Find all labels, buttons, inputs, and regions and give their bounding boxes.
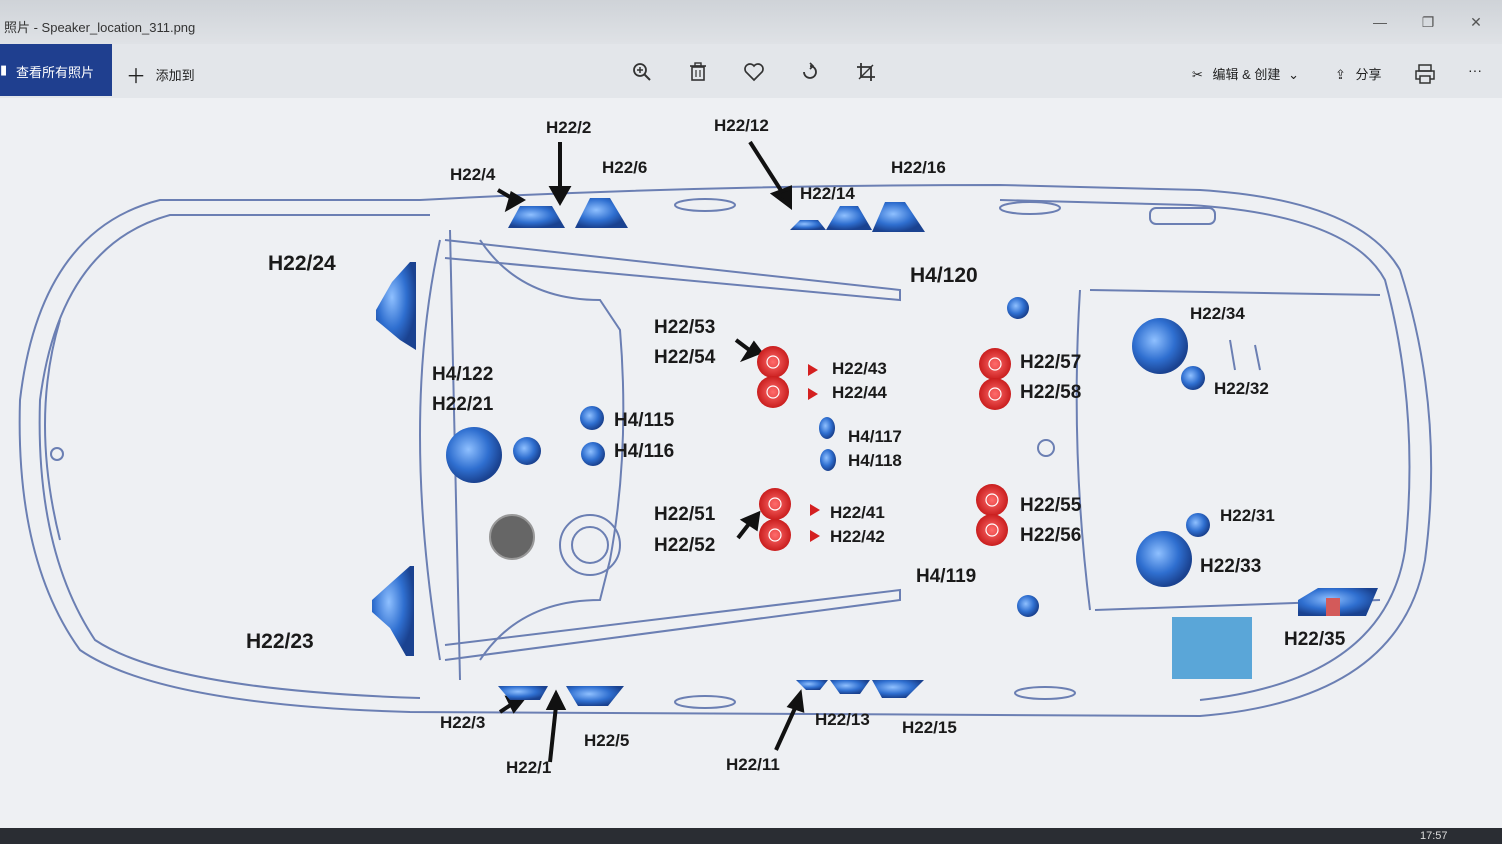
restore-button[interactable]: ❐ [1421,14,1435,30]
window-title-bar: 照片 - Speaker_location_311.png — ❐ ✕ [0,0,1502,44]
label-h4-115: H4/115 [614,410,675,431]
label-h22-42: H22/42 [830,527,885,546]
label-h4-119: H4/119 [916,566,977,587]
crop-icon[interactable] [854,60,878,84]
blue-speakers [372,198,1378,706]
print-icon[interactable] [1414,64,1436,84]
window-title: 照片 - Speaker_location_311.png [4,20,196,35]
clock: 17:57 [1420,830,1448,842]
label-h22-33: H22/33 [1200,556,1262,577]
label-h22-1: H22/1 [506,758,552,777]
label-h22-11: H22/11 [726,755,780,774]
label-h4-122: H4/122 [432,364,494,385]
label-h22-2: H22/2 [546,118,592,137]
edit-create-label: 编辑 & 创建 [1212,67,1281,82]
label-h22-55: H22/55 [1020,495,1082,516]
label-h4-120: H4/120 [910,264,978,287]
label-h22-4: H22/4 [450,165,496,184]
label-h22-56: H22/56 [1020,525,1082,546]
label-h22-54: H22/54 [654,347,716,368]
photo-toolbar: ▮ 查看所有照片 ＋ 添加到 ✂ 编辑 & 创建 ⌄ ⇪ 分享 [0,44,1502,98]
label-h4-116: H4/116 [614,441,675,462]
label-h22-51: H22/51 [654,504,716,525]
label-h22-3: H22/3 [440,713,486,732]
label-h22-15: H22/15 [902,718,957,737]
minimize-button[interactable]: — [1373,14,1387,30]
image-viewer-canvas: H22/2 H22/12 H22/4 H22/6 H22/14 H22/16 H… [0,98,1502,828]
label-h22-5: H22/5 [584,731,630,750]
close-button[interactable]: ✕ [1470,14,1482,30]
edit-create-button[interactable]: ✂ 编辑 & 创建 ⌄ [1192,64,1299,83]
red-speakers [757,346,1011,551]
label-h22-41: H22/41 [830,503,885,522]
label-h22-35: H22/35 [1284,629,1346,650]
label-h22-6: H22/6 [602,158,648,177]
label-h22-24: H22/24 [268,252,336,275]
label-h22-14: H22/14 [800,184,855,203]
label-h22-43: H22/43 [832,359,887,378]
callout-arrows [496,140,805,763]
label-h22-34: H22/34 [1190,304,1245,323]
plus-icon: ＋ [126,66,146,88]
label-h22-13: H22/13 [815,710,870,729]
label-h22-57: H22/57 [1020,352,1082,373]
label-h22-23: H22/23 [246,630,314,653]
photos-icon: ▮ [0,62,8,77]
label-h22-44: H22/44 [832,383,887,402]
label-h22-58: H22/58 [1020,382,1082,403]
label-h22-12: H22/12 [714,116,769,135]
label-h4-117: H4/117 [848,427,902,446]
label-h22-21: H22/21 [432,394,494,415]
label-h22-32: H22/32 [1214,379,1269,398]
delete-icon[interactable] [686,60,710,84]
car-speaker-diagram [18,140,1433,763]
label-h22-31: H22/31 [1220,506,1275,525]
edit-create-icon: ✂ [1192,67,1203,82]
label-h22-16: H22/16 [891,158,946,177]
view-all-label: 查看所有照片 [16,65,95,80]
chevron-down-icon: ⌄ [1288,67,1299,82]
add-to-label: 添加到 [155,68,195,83]
rotate-icon[interactable] [798,60,822,84]
share-icon: ⇪ [1335,67,1346,82]
label-h4-118: H4/118 [848,451,902,470]
share-label: 分享 [1355,67,1382,82]
zoom-icon[interactable] [630,60,654,84]
taskbar: 17:57 [0,828,1502,844]
more-options-icon[interactable]: ··· [1468,62,1482,78]
add-to-button[interactable]: ＋ 添加到 [126,60,195,89]
share-button[interactable]: ⇪ 分享 [1335,64,1382,83]
favorite-icon[interactable] [742,60,766,84]
view-all-photos-button[interactable]: ▮ 查看所有照片 [0,44,112,96]
label-h22-52: H22/52 [654,535,716,556]
label-h22-53: H22/53 [654,317,716,338]
